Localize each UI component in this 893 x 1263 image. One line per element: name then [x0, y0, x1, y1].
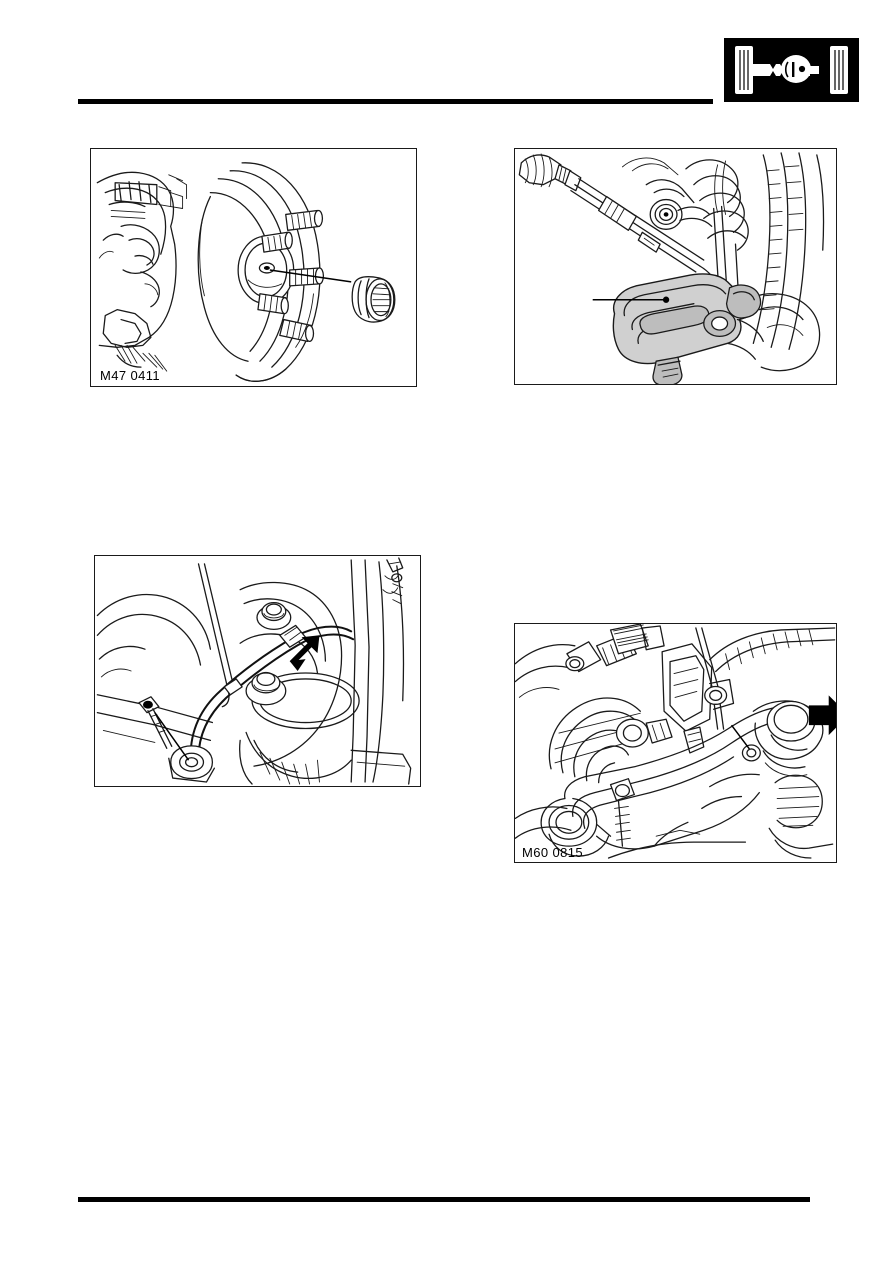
- drive-shaft-and-lower-arm-figure: [514, 148, 837, 385]
- figure-caption-control-arm: M60 0815: [522, 845, 584, 860]
- hub-nut-and-brake-disc-figure: [90, 148, 417, 387]
- figure-caption-hub-nut: M47 0411: [100, 368, 161, 383]
- rear-axle-icon: [724, 38, 859, 102]
- footer-rule: [78, 1197, 810, 1202]
- axle-breather-hose-figure: [94, 555, 421, 787]
- suspension-control-arm-figure: [514, 623, 837, 863]
- header-rule: [78, 99, 713, 104]
